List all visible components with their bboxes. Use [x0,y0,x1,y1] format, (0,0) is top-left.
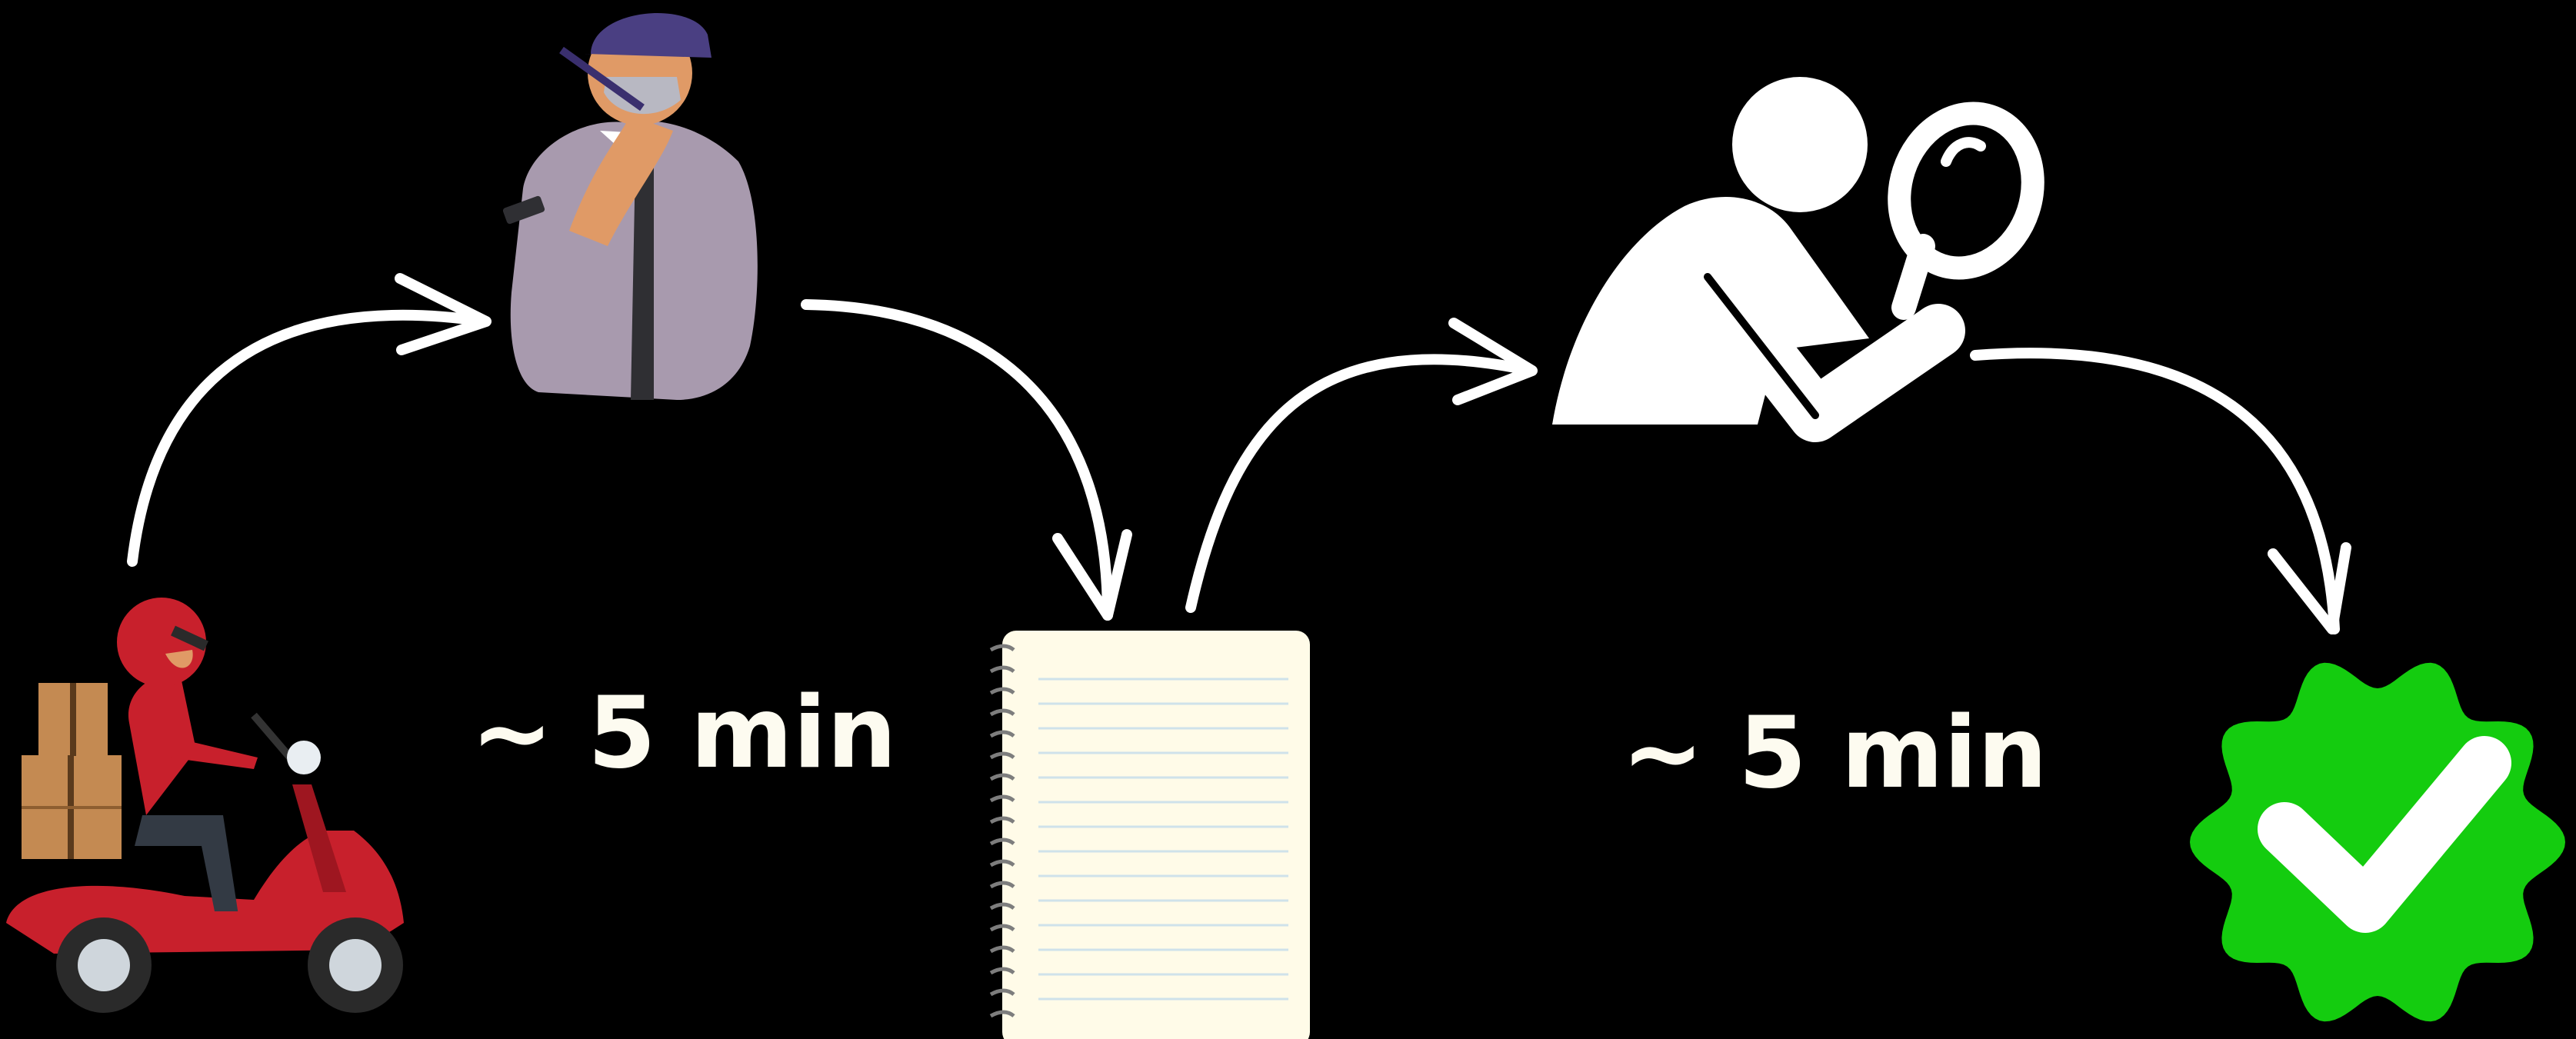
verified-check-badge-icon [2190,663,2565,1021]
delivery-scooter-icon [6,598,404,1013]
notepad-icon [991,631,1310,1039]
arrow-guard-to-notepad [806,305,1127,615]
arrow-scooter-to-guard [132,278,486,561]
security-guard-icon [502,13,758,400]
duration-label-2: ~ 5 min [1621,704,2048,803]
arrow-inspector-to-check [1975,353,2346,629]
duration-label-1: ~ 5 min [471,684,897,783]
inspector-magnifier-icon [1552,77,2052,425]
flow-arrows [132,278,2346,629]
arrow-notepad-to-inspector [1191,323,1532,608]
